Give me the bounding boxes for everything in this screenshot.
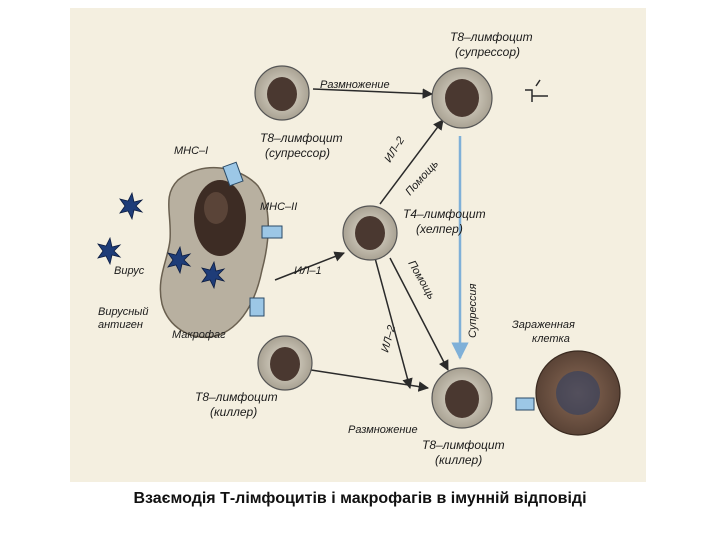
label-mhc1: МНС–I <box>174 145 208 157</box>
label-il2-top: ИЛ–2 <box>382 135 407 165</box>
arrow-il1 <box>274 251 345 281</box>
label-viral-antigen-1: Вирусный <box>98 306 148 318</box>
labels: Т8–лимфоцит (супрессор) Размножение Т8–л… <box>98 30 575 467</box>
arrow-prolif-top <box>312 88 434 99</box>
mhc1-receptor <box>222 161 244 187</box>
label-razm-bottom: Размножение <box>348 424 418 436</box>
arrow-prolif-bottom <box>297 367 430 392</box>
virus-icon <box>201 260 226 290</box>
label-t8-supp-top-2: (супрессор) <box>455 45 520 59</box>
label-viral-antigen-2: антиген <box>98 319 143 331</box>
label-il2-bottom: ИЛ–2 <box>379 324 398 354</box>
label-t8-supp-mid-1: Т8–лимфоцит <box>260 131 343 145</box>
label-t4-1: Т4–лимфоцит <box>403 207 486 221</box>
virus-icon <box>119 191 144 221</box>
lymphocytes <box>254 65 621 436</box>
arrow-t4-to-t8supp <box>379 119 444 205</box>
label-macrophage: Макрофаг <box>172 329 226 341</box>
label-infected-2: клетка <box>532 333 570 345</box>
label-il1: ИЛ–1 <box>294 265 322 277</box>
killer-receptor <box>249 297 265 317</box>
infected-receptor <box>515 397 535 411</box>
immune-diagram: Т8–лимфоцит (супрессор) Размножение Т8–л… <box>70 8 646 482</box>
receptors <box>222 79 548 411</box>
virus-icon <box>97 236 122 266</box>
arrow-t4-to-killer <box>389 257 449 371</box>
label-t8-killer-right-2: (киллер) <box>435 453 482 467</box>
label-t8-supp-mid-2: (супрессор) <box>265 146 330 160</box>
label-help-top: Помощь <box>403 158 441 198</box>
macrophage-cell <box>159 166 269 338</box>
arrows <box>274 88 469 392</box>
label-t8-killer-left-2: (киллер) <box>210 405 257 419</box>
figure-caption: Взаємодія Т-лімфоцитів і макрофагів в ім… <box>133 490 587 507</box>
virus-icon <box>167 245 192 275</box>
label-virus: Вирус <box>114 265 145 277</box>
mhc2-receptor <box>261 225 283 239</box>
label-t8-supp-top-1: Т8–лимфоцит <box>450 30 533 44</box>
label-mhc2: МНС–II <box>260 201 297 213</box>
label-suppression: Супрессия <box>467 283 479 338</box>
label-razm-top: Размножение <box>320 79 390 91</box>
label-help-bottom: Помощь <box>405 259 437 302</box>
arrow-il2-bottom <box>374 257 413 390</box>
label-t4-2: (хелпер) <box>416 222 463 236</box>
label-t8-killer-right-1: Т8–лимфоцит <box>422 438 505 452</box>
label-t8-killer-left-1: Т8–лимфоцит <box>195 390 278 404</box>
label-infected-1: Зараженная <box>512 319 575 331</box>
supp-receptor-icon <box>525 79 548 102</box>
